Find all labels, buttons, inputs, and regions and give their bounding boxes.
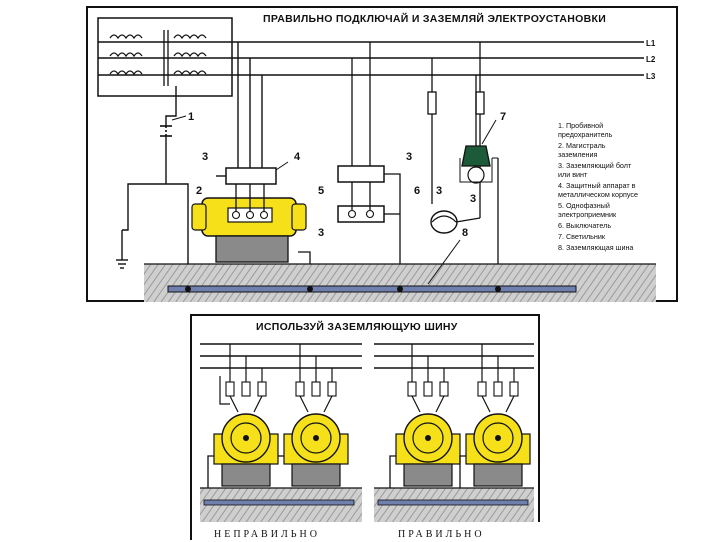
callout-8: 8: [462, 227, 468, 239]
callout-7: 3: [470, 193, 476, 205]
legend-line-7: 4. Защитный аппарат в: [558, 181, 636, 190]
legend-line-13: 8. Заземляющая шина: [558, 243, 633, 252]
callout-4: 4: [294, 151, 301, 163]
top-diagram-panel: ПРАВИЛЬНО ПОДКЛЮЧАЙ И ЗАЗЕМЛЯЙ ЭЛЕКТРОУС…: [86, 6, 678, 302]
single-phase-switch-box: [337, 165, 385, 183]
callout-3-device: 3: [202, 151, 208, 163]
correct-connection-group: [389, 344, 531, 502]
neutral-wire: [116, 86, 177, 269]
single-phase-receiver: [337, 205, 385, 223]
grounding-bus-right: [377, 499, 529, 506]
right-caption: ПРАВИЛЬНО: [398, 529, 485, 540]
switch-icon: [430, 210, 458, 234]
connection-diagram: ПРАВИЛЬНО ПОДКЛЮЧАЙ И ЗАЗЕМЛЯЙ ЭЛЕКТРОУС…: [97, 12, 656, 302]
wrong-connection-group: [207, 344, 349, 502]
phase-label-l3: L3: [646, 72, 656, 81]
legend-line-12: 7. Светильник: [558, 232, 606, 241]
legend-line-5: 3. Заземляющий болт: [558, 161, 632, 170]
callout-3-lamp: 7: [500, 111, 506, 123]
callout-5: 5: [318, 185, 324, 197]
bottom-title: ИСПОЛЬЗУЙ ЗАЗЕМЛЯЮЩУЮ ШИНУ: [256, 320, 458, 333]
phase-label-l1: L1: [646, 39, 656, 48]
callout-2: 2: [196, 185, 202, 197]
breakdown-fuse-icon: [160, 125, 172, 137]
ground-soil: [144, 264, 656, 302]
transformer-box: [97, 17, 233, 97]
callout-3-motor: 3: [318, 227, 324, 239]
phase-lines: [98, 41, 644, 76]
grounding-bus: [167, 285, 577, 293]
legend: 1. Пробивной предохранитель 2. Магистрал…: [558, 121, 638, 252]
callout-6: 3: [436, 185, 442, 197]
legend-line-1: 1. Пробивной: [558, 121, 603, 130]
legend-line-11: 6. Выключатель: [558, 221, 611, 230]
legend-line-2: предохранитель: [558, 130, 613, 139]
callout-3-receiver: 6: [414, 185, 420, 197]
protective-device-box: [225, 167, 277, 185]
ground-bus-diagram: ИСПОЛЬЗУЙ ЗАЗЕМЛЯЮЩУЮ ШИНУ: [192, 320, 542, 542]
legend-line-6: или винт: [558, 170, 588, 179]
lamp-icon: [459, 75, 499, 292]
phase-label-l2: L2: [646, 55, 656, 64]
legend-line-4: заземления: [558, 150, 598, 159]
phase-lines-right: [374, 343, 534, 369]
callout-3-switch: 3: [406, 151, 412, 163]
legend-line-8: металлическом корпусе: [558, 190, 638, 199]
grounding-bus-left: [203, 499, 355, 506]
legend-line-10: электроприемник: [558, 210, 617, 219]
ground-trunk: [166, 183, 189, 292]
legend-line-9: 5. Однофазный: [558, 201, 610, 210]
wrong-caption: НЕПРАВИЛЬНО: [214, 529, 320, 540]
legend-line-3: 2. Магистраль: [558, 141, 606, 150]
callout-1: 1: [188, 111, 194, 123]
diagram-title: ПРАВИЛЬНО ПОДКЛЮЧАЙ И ЗАЗЕМЛЯЙ ЭЛЕКТРОУС…: [263, 12, 606, 25]
phase-lines-left: [200, 343, 362, 369]
bottom-diagram-panel: ИСПОЛЬЗУЙ ЗАЗЕМЛЯЮЩУЮ ШИНУ: [190, 314, 542, 542]
motor-base: [215, 235, 289, 263]
